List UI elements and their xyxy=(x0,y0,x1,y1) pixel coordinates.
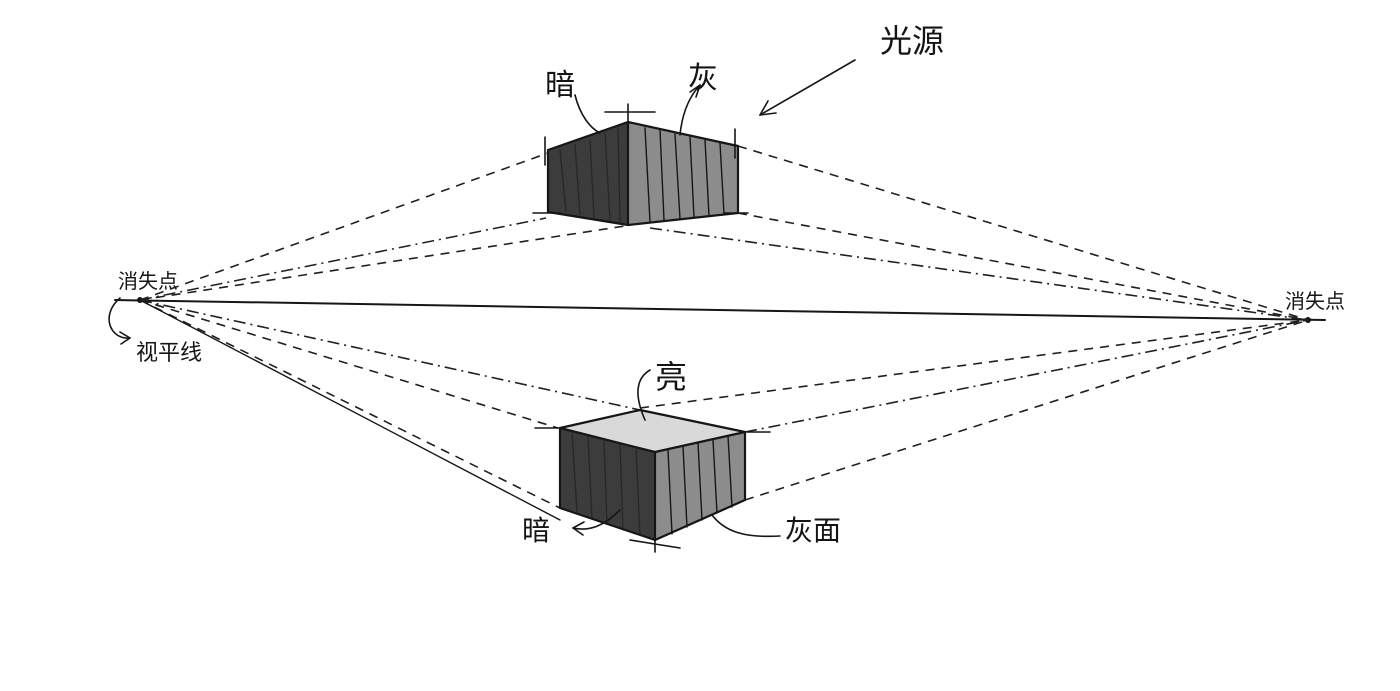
top-gray-arrowhead xyxy=(689,84,701,98)
top-gray-leader xyxy=(679,84,701,136)
light-source-label: 光源 xyxy=(880,22,944,60)
bottom-box-dark-label: 暗 xyxy=(522,514,550,547)
bottom-box-left-face xyxy=(560,428,655,540)
horizon-line-label: 视平线 xyxy=(136,341,202,366)
top-box xyxy=(532,103,749,227)
bottom-gray-leader xyxy=(711,514,781,538)
bottom-box-perspective-lines xyxy=(139,299,1309,521)
top-dark-leader xyxy=(574,94,601,134)
bottom-box-gray-face-label: 灰面 xyxy=(785,514,841,547)
top-box-right-face xyxy=(628,122,738,225)
top-box-perspective-lines xyxy=(139,145,1309,321)
horizon-line xyxy=(114,299,1326,321)
bottom-dark-leader xyxy=(572,509,621,530)
bottom-box xyxy=(534,408,771,553)
top-box-left-face xyxy=(548,122,628,225)
bottom-light-leader xyxy=(637,369,651,421)
vanishing-point-right-label: 消失点 xyxy=(1285,289,1345,313)
vanishing-point-left-label: 消失点 xyxy=(118,269,178,293)
top-box-dark-label: 暗 xyxy=(545,68,575,103)
light-source-arrow xyxy=(759,59,856,116)
bottom-box-light-label: 亮 xyxy=(655,358,687,396)
top-box-gray-label: 灰 xyxy=(688,61,718,96)
annotation-arrows xyxy=(108,59,856,538)
horizon-label-leader xyxy=(108,297,131,339)
